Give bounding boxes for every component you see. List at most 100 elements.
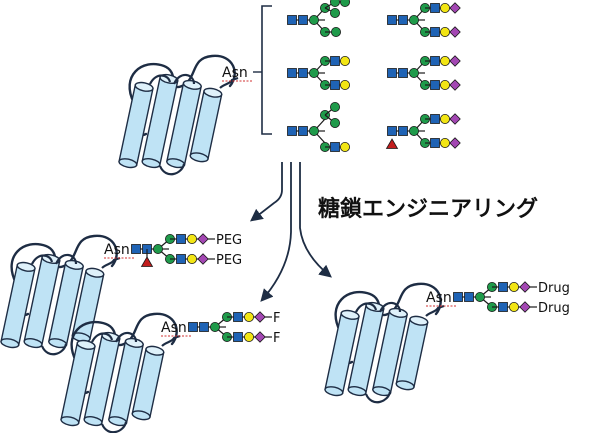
- glcnac-square: [330, 56, 340, 66]
- glcnac-square: [176, 234, 186, 244]
- helix-cylinder: [372, 307, 408, 397]
- galactose-circle: [186, 233, 197, 244]
- mannose-circle: [209, 321, 220, 332]
- helix-cap: [340, 309, 360, 320]
- protein-loop: [31, 254, 54, 265]
- helix-cylinder: [324, 309, 360, 397]
- protein-loop: [334, 282, 442, 333]
- helix-base: [141, 158, 161, 169]
- glcnac-square: [430, 56, 440, 66]
- asn-label-fluor: Asn: [161, 320, 187, 336]
- glcnac-square: [233, 332, 243, 342]
- helix-cylinder: [189, 87, 223, 163]
- diagram-title: 糖鎖エンジニアリング: [318, 196, 538, 222]
- mannose-circle: [408, 126, 419, 137]
- asn-label-top: Asn: [222, 65, 248, 81]
- arrow-to-fluor: [260, 162, 292, 302]
- galactose-circle: [186, 253, 197, 264]
- arrow-to-drug: [299, 162, 332, 278]
- glcnac-square: [188, 322, 198, 332]
- glcnac-square: [464, 292, 474, 302]
- helix-cylinder: [60, 339, 96, 427]
- helix-cap: [134, 81, 154, 92]
- glcnac-square: [176, 254, 186, 264]
- galactose-circle: [439, 56, 450, 67]
- fluor-protein: [60, 312, 181, 433]
- top-protein: [118, 54, 239, 176]
- glcnac-square: [498, 302, 508, 312]
- helix-base: [83, 416, 103, 427]
- protein-loop: [54, 253, 78, 265]
- glcnac-square: [430, 138, 440, 148]
- sialic-acid-diamond: [449, 137, 461, 149]
- helix-base: [395, 380, 415, 391]
- glycan-library-item: [387, 55, 461, 91]
- mannose-circle: [330, 26, 341, 37]
- glcnac-square: [287, 68, 297, 78]
- galactose-circle: [339, 56, 350, 67]
- galactose-circle: [339, 141, 350, 152]
- helix-cylinder: [166, 79, 202, 169]
- glcnac-square: [298, 126, 308, 136]
- glcnac-square: [430, 27, 440, 37]
- glcnac-square: [398, 68, 408, 78]
- glycan-library-item: [387, 2, 461, 38]
- sialic-acid-diamond: [449, 26, 461, 38]
- mannose-circle: [329, 102, 340, 113]
- glcnac-square: [387, 126, 397, 136]
- mannose-circle: [152, 243, 163, 254]
- glycan-library: [287, 0, 461, 152]
- protein-loop: [364, 391, 392, 404]
- fucose-triangle: [385, 138, 399, 149]
- mannose-circle: [308, 68, 319, 79]
- glcnac-square: [398, 126, 408, 136]
- helix-base: [131, 410, 151, 421]
- galactose-circle: [243, 311, 254, 322]
- protein-loop: [114, 331, 138, 343]
- mannose-circle: [329, 118, 340, 129]
- asn-label-drug: Asn: [426, 290, 452, 306]
- asn-linker: [101, 256, 121, 269]
- protein-loop: [149, 74, 172, 85]
- protein-loop: [128, 54, 236, 105]
- asn-linker: [161, 334, 181, 347]
- helix-cap: [145, 345, 165, 356]
- sialic-acid-diamond: [449, 55, 461, 67]
- helix-cylinder: [71, 267, 105, 343]
- helix-base: [60, 416, 80, 427]
- helix-cylinder: [118, 81, 154, 169]
- galactose-circle: [439, 3, 450, 13]
- sialic-acid-diamond: [197, 253, 209, 265]
- helix-cylinder: [108, 337, 144, 427]
- payload-label: Drug: [538, 301, 570, 316]
- drug-protein: [324, 282, 445, 404]
- payload-label: PEG: [216, 233, 242, 248]
- mannose-circle: [408, 14, 419, 25]
- glycan-library-item: [385, 113, 461, 149]
- mannose-circle: [329, 7, 340, 18]
- glcnac-square: [398, 15, 408, 25]
- payload-label: F: [273, 331, 280, 346]
- sialic-acid-diamond: [254, 311, 266, 323]
- glcnac-square: [131, 244, 141, 254]
- fluor-glycan: FF: [188, 311, 280, 346]
- helix-cylinder: [48, 259, 84, 349]
- galactose-circle: [439, 80, 450, 91]
- asn-linker: [219, 76, 239, 89]
- helix-base: [347, 386, 367, 397]
- mannose-circle: [340, 0, 350, 7]
- protein-loop: [40, 343, 68, 356]
- glcnac-square: [199, 322, 209, 332]
- galactose-circle: [339, 80, 350, 91]
- asn-linker: [425, 304, 445, 317]
- helix-base: [0, 338, 20, 349]
- glcnac-square: [387, 15, 397, 25]
- glcnac-square: [287, 15, 297, 25]
- protein-loop: [10, 234, 118, 285]
- sialic-acid-diamond: [519, 301, 531, 313]
- protein-loop: [378, 301, 402, 313]
- fucose-triangle: [140, 256, 154, 267]
- galactose-circle: [439, 26, 450, 37]
- protein-loop: [91, 332, 114, 343]
